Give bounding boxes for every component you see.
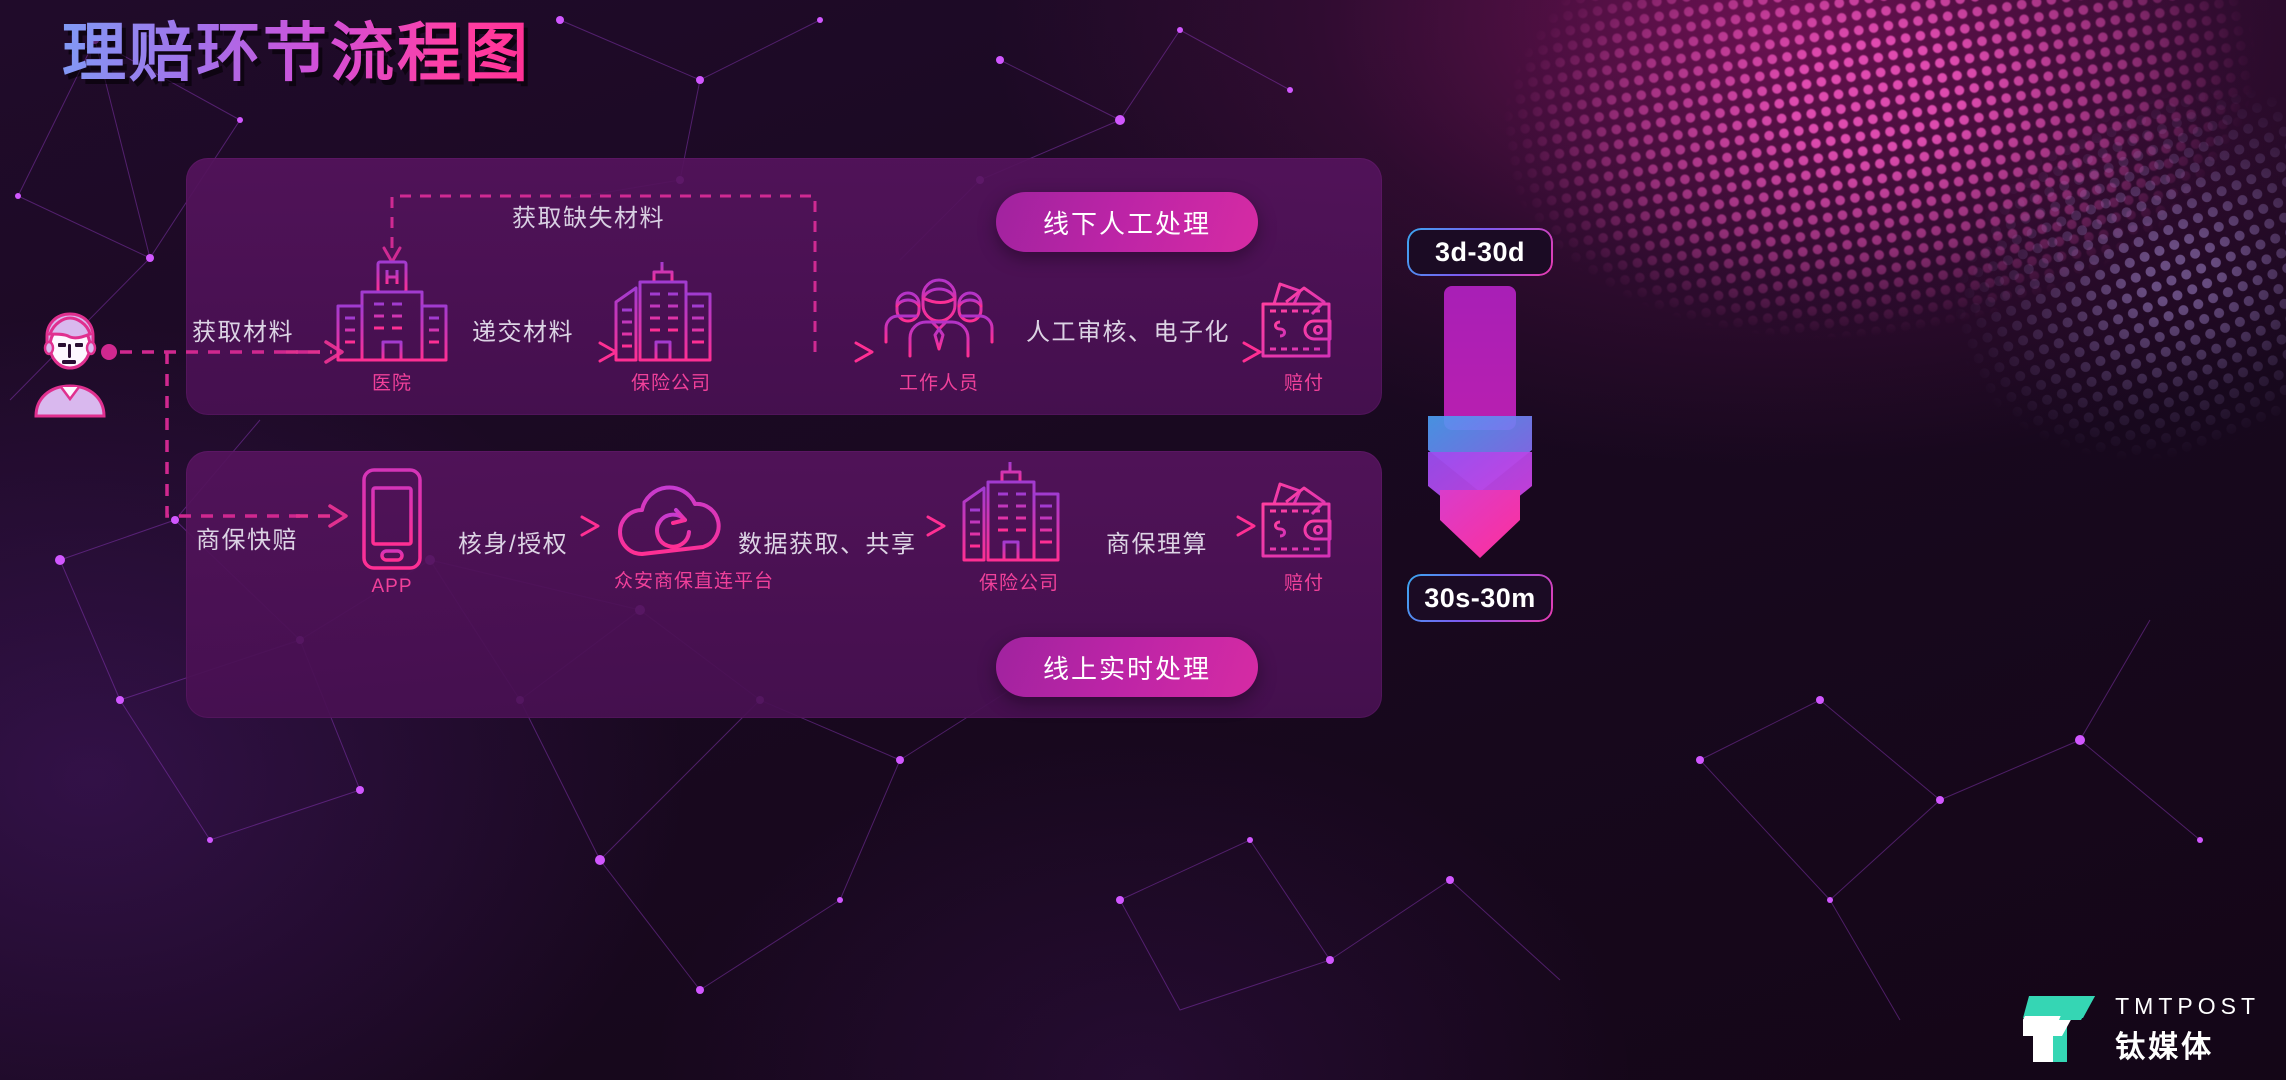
feedback-label-missing-materials: 获取缺失材料 [512, 205, 665, 232]
node-label-hospital: 医院 [371, 373, 412, 394]
cloud-sync-icon [618, 485, 721, 556]
node-label-cloud-platform: 众安商保直连平台 [614, 571, 775, 592]
node-insurance-company-online: 保险公司 [960, 458, 1078, 595]
arrow-data-acquisition-sharing [744, 515, 946, 537]
badge-offline-manual-processing[interactable]: 线下人工处理 [996, 192, 1258, 252]
logo-text-en: TMTPOST [2115, 992, 2260, 1019]
edge-label-manual-review: 人工审核、电子化 [1026, 319, 1230, 346]
node-cloud-platform: 众安商保直连平台 [614, 476, 775, 593]
node-insurance-company-offline: 保险公司 [612, 258, 730, 395]
edge-label-acquire-materials: 获取材料 [192, 319, 294, 346]
duration-badge-offline: 3d-30d [1409, 230, 1551, 274]
node-label-staff: 工作人员 [898, 373, 979, 394]
arrow-acquire-materials [286, 340, 344, 364]
down-arrow-chevrons-icon [1428, 286, 1532, 558]
edge-label-submit-materials: 递交材料 [472, 319, 574, 346]
tmtpost-logo: TMTPOST 钛媒体 [2023, 992, 2260, 1066]
customer-avatar [30, 300, 110, 418]
node-staff: 工作人员 [884, 272, 994, 395]
duration-badge-online: 30s-30m [1409, 576, 1551, 620]
badge-online-realtime-processing[interactable]: 线上实时处理 [996, 637, 1258, 697]
node-app: APP [358, 466, 426, 598]
page-title: 理赔环节流程图 [62, 2, 531, 94]
arrow-fast-claim-start [296, 504, 348, 528]
edge-label-commercial-settlement: 商保理算 [1106, 531, 1208, 558]
node-hospital: 医院 [330, 258, 454, 395]
node-label-app: APP [371, 576, 413, 597]
arrow-identity-authorization [450, 515, 600, 537]
logo-text-cn: 钛媒体 [2115, 1030, 2215, 1064]
edge-label-data-acquisition-sharing: 数据获取、共享 [738, 531, 917, 558]
tmtpost-mark-icon [2023, 996, 2096, 1062]
insurance-building-icon [962, 462, 1060, 562]
arrow-insurance-to-staff [742, 341, 874, 363]
insurance-building-icon [614, 262, 712, 362]
hospital-icon [336, 260, 448, 362]
node-label-payout-online: 赔付 [1283, 573, 1324, 594]
arrow-manual-review [1004, 341, 1262, 363]
mobile-app-icon [362, 468, 422, 570]
node-label-payout-offline: 赔付 [1283, 373, 1324, 394]
wallet-payout-icon [1261, 282, 1332, 358]
edge-label-identity-authorization: 核身/授权 [458, 531, 569, 558]
arrow-commercial-settlement [1090, 515, 1256, 537]
node-label-insurance-company-online: 保险公司 [978, 573, 1059, 594]
node-label-insurance-company-offline: 保险公司 [630, 373, 711, 394]
staff-group-icon [884, 278, 994, 358]
node-payout-offline: 赔付 [1256, 278, 1352, 395]
edge-label-fast-claim: 商保快赔 [196, 527, 298, 554]
node-payout-online: 赔付 [1256, 478, 1352, 595]
duration-comparison-rail: 3d-30d 30s-30m [1409, 230, 1551, 620]
wallet-payout-icon [1261, 482, 1332, 558]
